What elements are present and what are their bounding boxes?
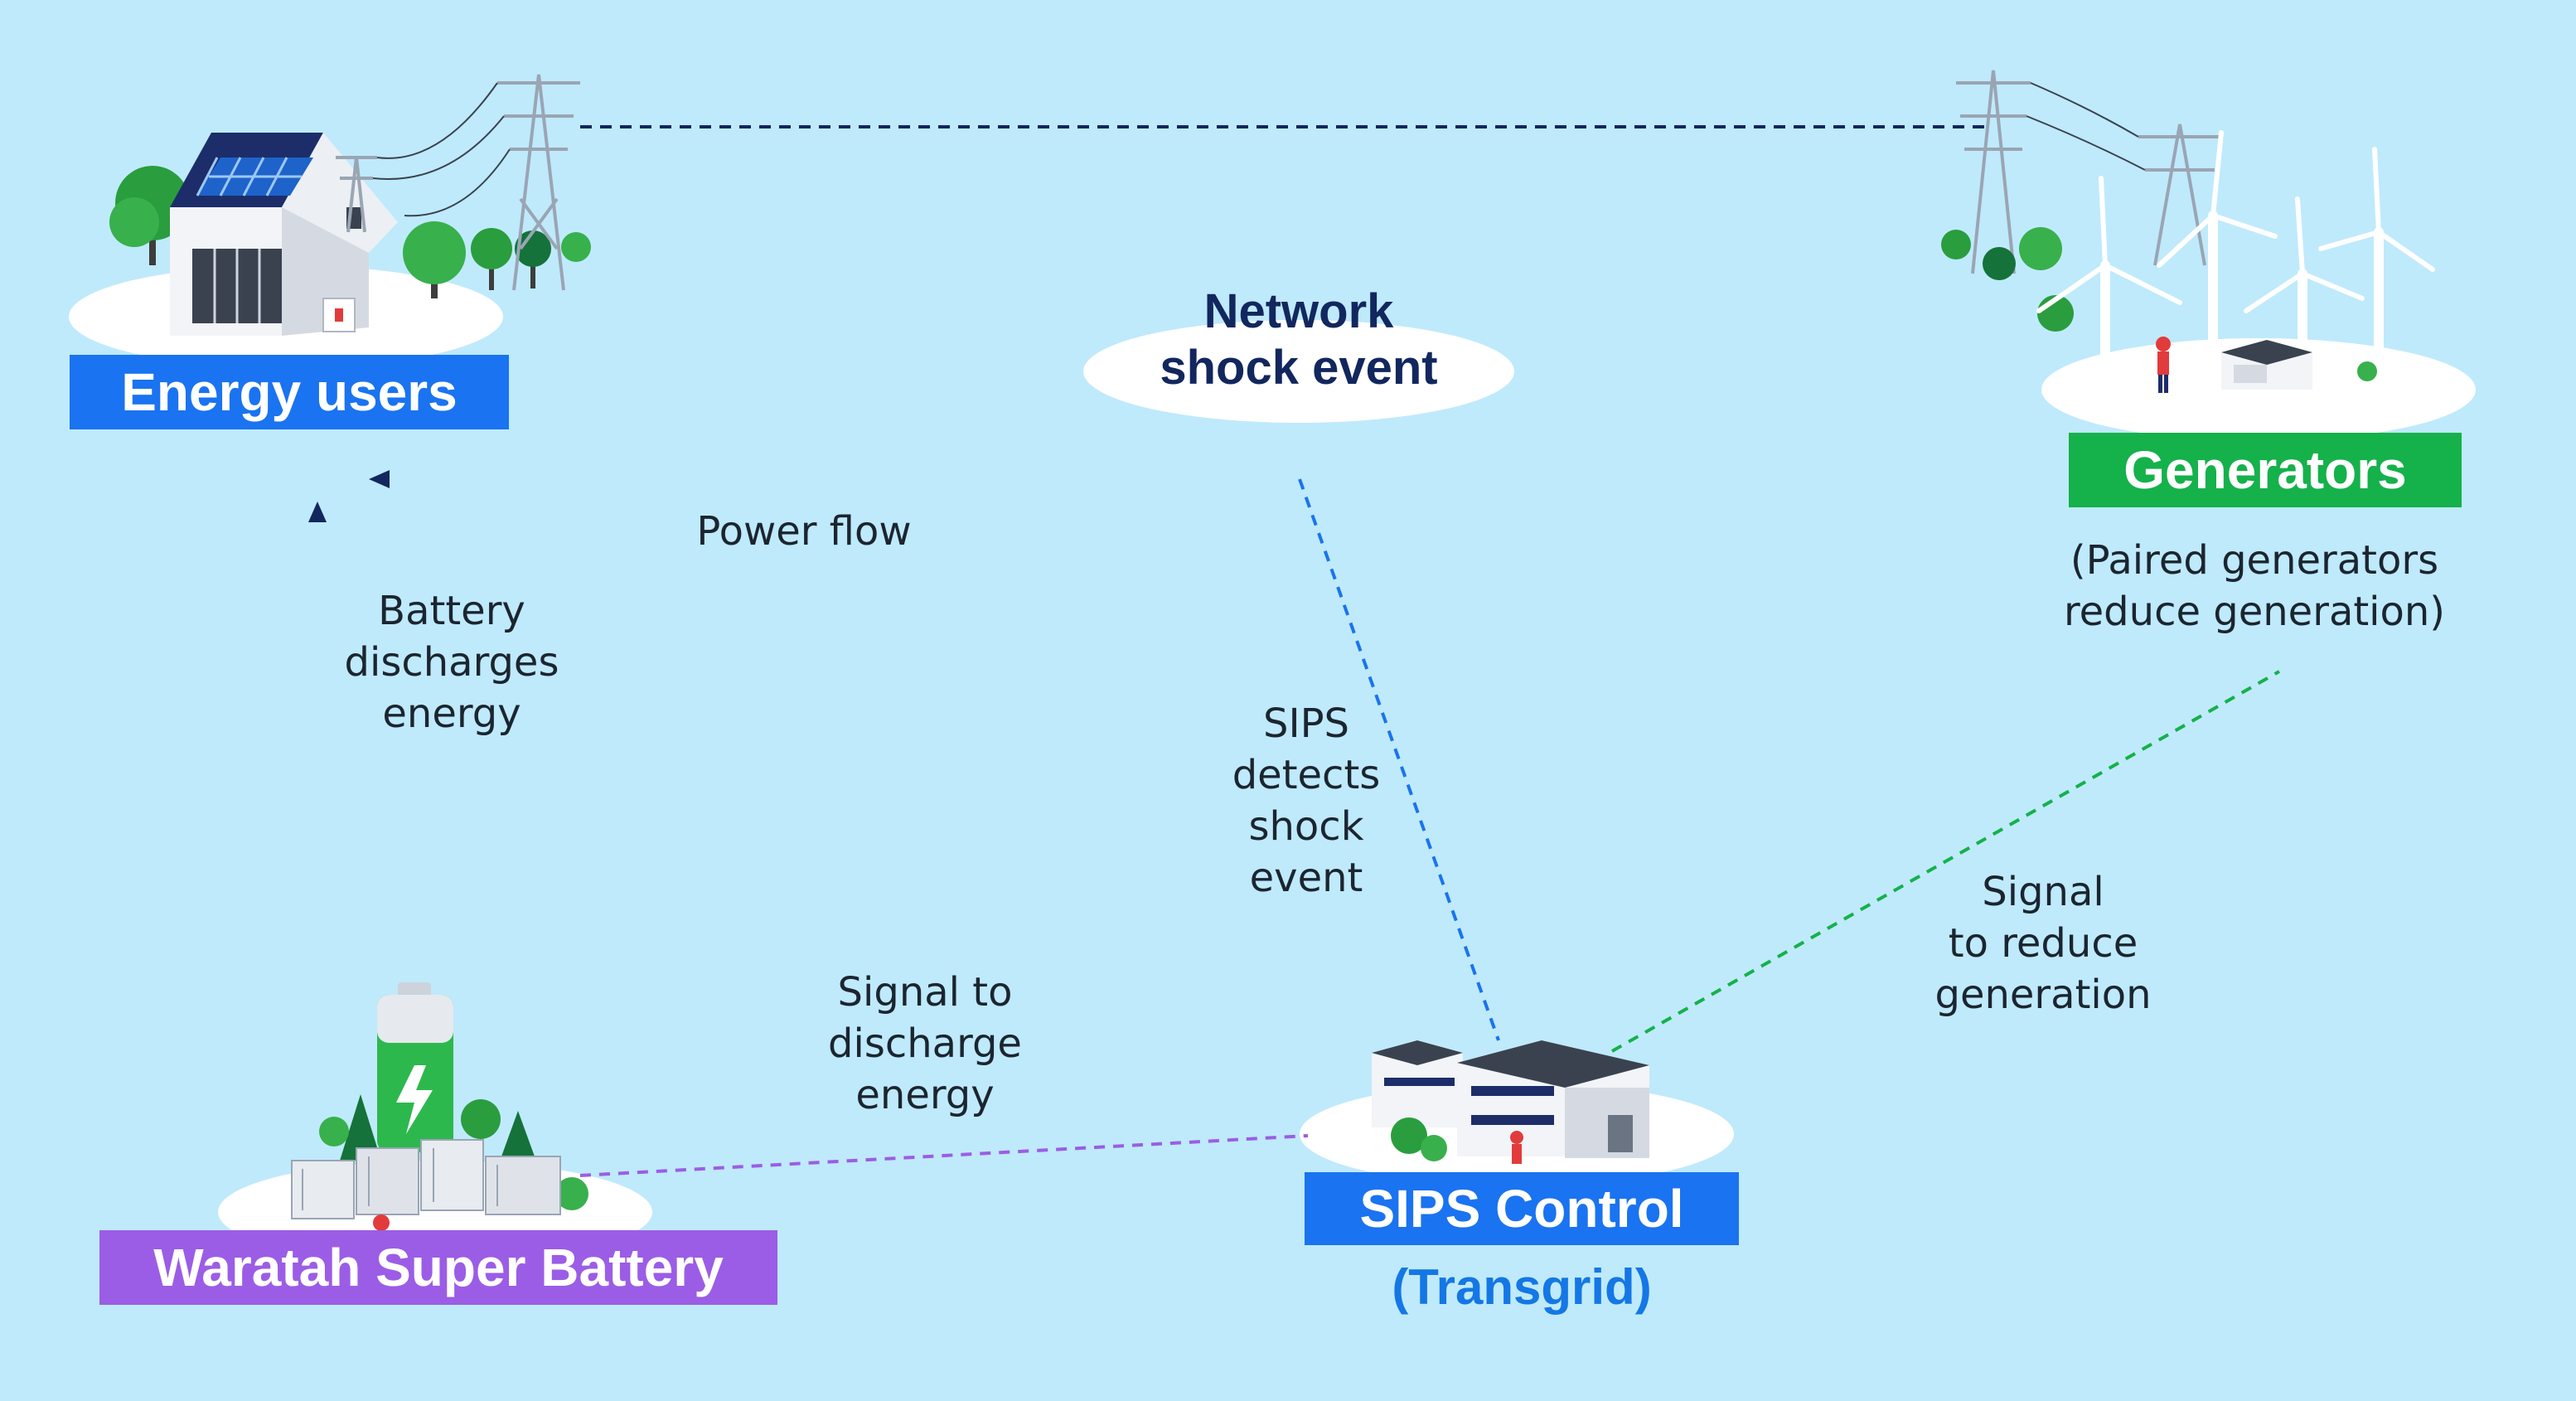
sips-control-sublabel: (Transgrid) xyxy=(1392,1259,1652,1315)
sips-detects-label: SIPS detects shock event xyxy=(1190,698,1422,904)
sips-detect-line xyxy=(1298,478,1500,1041)
sips-detects-line-2: detects xyxy=(1232,752,1381,798)
trees-battery xyxy=(319,1094,588,1210)
network-shock-event: Network shock event xyxy=(1102,284,1495,396)
power-flow-arrowhead xyxy=(369,470,390,488)
battery-discharge-arrowhead xyxy=(308,502,327,522)
battery-discharge-line-2: discharges xyxy=(344,639,559,686)
battery-containers-icon xyxy=(291,1139,561,1231)
event-bubble xyxy=(1083,320,1514,423)
shock-event-line-2: shock event xyxy=(1160,341,1438,395)
sips-detects-line-1: SIPS xyxy=(1262,700,1350,747)
sips-control-label: SIPS Control xyxy=(1305,1172,1739,1245)
trees-generators xyxy=(1941,227,2074,332)
sips-detects-line-4: event xyxy=(1249,855,1363,901)
sips-detects-line-3: shock xyxy=(1248,803,1364,850)
battery-label: Waratah Super Battery xyxy=(99,1230,777,1305)
signal-discharge-label: Signal to discharge energy xyxy=(801,967,1049,1121)
signal-discharge-line-1: Signal to xyxy=(837,969,1013,1016)
signal-discharge-line-3: energy xyxy=(855,1072,995,1118)
generators-note-line-1: (Paired generators xyxy=(2070,537,2439,584)
trees-energy-users xyxy=(109,166,591,298)
signal-reduce-line-2: to reduce xyxy=(1948,920,2138,967)
generators-note-line-2: reduce generation) xyxy=(2063,589,2446,635)
signal-reduce-line xyxy=(1611,670,2280,1053)
battery-discharge-line-1: Battery xyxy=(378,588,525,634)
signal-reduce-label: Signal to reduce generation xyxy=(1919,866,2167,1020)
energy-users-label: Energy users xyxy=(70,355,509,429)
signal-reduce-line-1: Signal xyxy=(1982,869,2104,915)
sips-building-icon xyxy=(1372,1040,1649,1164)
generator-building xyxy=(2156,337,2377,393)
shock-event-line-1: Network xyxy=(1203,284,1394,338)
signal-discharge-line xyxy=(579,1134,1309,1177)
battery-discharge-line-3: energy xyxy=(382,691,521,737)
power-flow-label: Power flow xyxy=(696,508,912,555)
pylons-energy-users xyxy=(336,74,580,291)
generators-label: Generators xyxy=(2069,433,2462,507)
generators-note: (Paired generators reduce generation) xyxy=(2022,535,2486,637)
house-icon xyxy=(170,133,398,336)
wind-turbines-icon xyxy=(2036,130,2435,411)
battery-icon xyxy=(377,982,453,1152)
signal-discharge-line-2: discharge xyxy=(828,1020,1022,1067)
pylons-generators xyxy=(1956,70,2221,274)
battery-discharge-label: Battery discharges energy xyxy=(327,585,576,739)
signal-reduce-line-3: generation xyxy=(1934,972,2152,1018)
